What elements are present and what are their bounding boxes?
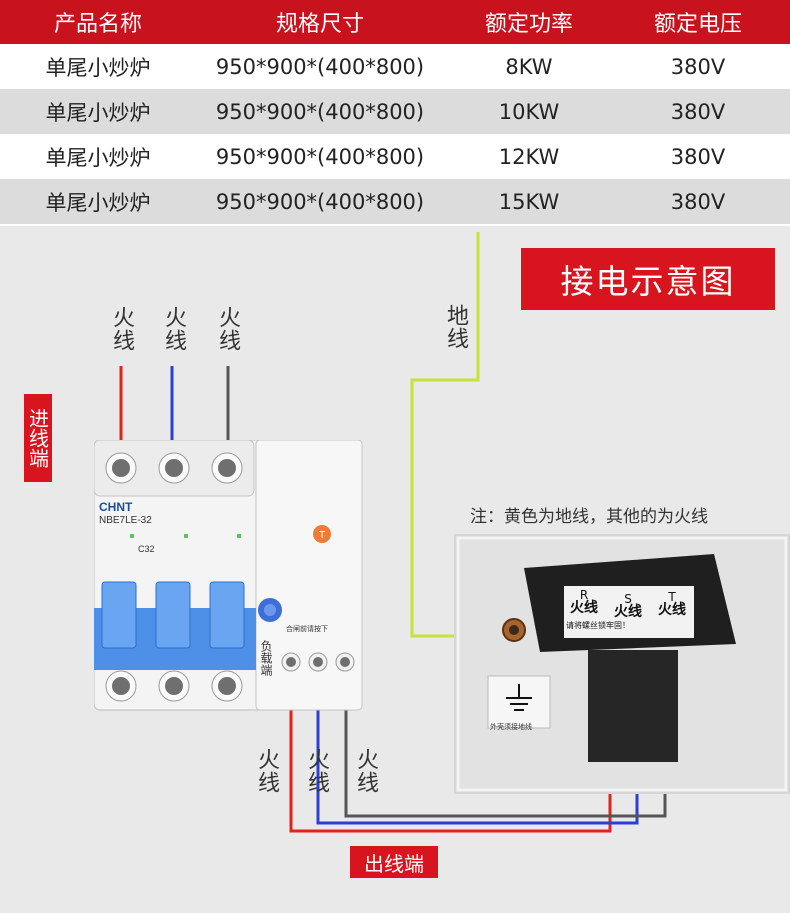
terminal-box-photo: R 火线 S 火线 T 火线 请将螺丝锁牢固！ 外壳须接地线 — [454, 534, 790, 794]
terminal-box — [454, 534, 790, 794]
header-power: 额定功率 — [484, 12, 573, 37]
terminal-labels: R 火线 S 火线 T 火线 — [564, 589, 694, 649]
live-wire-label: 火线 — [353, 748, 378, 794]
live-wire-label: 火线 — [304, 748, 329, 794]
terminal-label: 火线 — [614, 604, 642, 620]
circuit-breaker: T CHNT NBE7LE-32 — [94, 440, 364, 714]
terminal-letter: R — [579, 588, 589, 602]
spec-table-header: 产品名称 规格尺寸 额定功率 额定电压 — [0, 0, 790, 44]
cell-product-name: 单尾小炒炉 — [45, 55, 151, 80]
cell-power: 12KW — [498, 144, 560, 169]
cell-voltage: 380V — [670, 189, 726, 214]
cell-dimensions: 950*900*(400*800) — [215, 99, 425, 124]
ground-sticker-text: 外壳须接地线 — [490, 723, 532, 731]
ground-wire — [410, 232, 500, 638]
terminal-letter: S — [624, 592, 632, 606]
terminal-label: 火线 — [658, 602, 686, 618]
cell-dimensions: 950*900*(400*800) — [215, 144, 425, 169]
wiring-diagram: 接电示意图 火线 火线 火线 地线 火线 火线 火线 进线端 出线端 注：黄色为… — [0, 226, 790, 913]
header-product-name: 产品名称 — [53, 12, 142, 37]
reset-label: 合闸前请按下 — [286, 625, 328, 633]
terminal-letter: T — [668, 590, 676, 604]
header-voltage: 额定电压 — [653, 12, 742, 37]
terminal-s: S 火线 — [614, 592, 642, 620]
table-row: 单尾小炒炉 950*900*(400*800) 15KW 380V — [0, 179, 790, 224]
breaker-body: T — [94, 440, 363, 711]
table-row: 单尾小炒炉 950*900*(400*800) 12KW 380V — [0, 134, 790, 179]
live-wire-label: 火线 — [254, 748, 279, 794]
output-end-tag: 出线端 — [350, 846, 438, 878]
cell-voltage: 380V — [670, 144, 726, 169]
wiring-note: 注：黄色为地线，其他的为火线 — [470, 507, 708, 527]
load-end-label: 负载端 — [259, 640, 273, 676]
breaker-rating: C32 — [138, 544, 155, 554]
cell-product-name: 单尾小炒炉 — [45, 145, 151, 170]
input-end-tag: 进线端 — [24, 394, 52, 482]
breaker-brand: CHNT — [99, 500, 133, 514]
cell-voltage: 380V — [670, 54, 726, 79]
live-wire-label: 火线 — [161, 306, 186, 352]
cell-voltage: 380V — [670, 99, 726, 124]
cell-power: 8KW — [505, 54, 553, 79]
diagram-title: 接电示意图 — [521, 248, 775, 310]
spec-table: 产品名称 规格尺寸 额定功率 额定电压 单尾小炒炉 950*900*(400*8… — [0, 0, 790, 226]
breaker-model: NBE7LE-32 — [99, 515, 152, 526]
box-warning: 请将螺丝锁牢固！ — [566, 621, 630, 630]
svg-text:T: T — [318, 530, 326, 541]
ground-wire-label: 地线 — [443, 304, 468, 350]
cell-power: 15KW — [498, 189, 560, 214]
live-wire-label: 火线 — [215, 306, 240, 352]
terminal-r: R 火线 — [570, 588, 598, 616]
cell-dimensions: 950*900*(400*800) — [215, 189, 425, 214]
table-row: 单尾小炒炉 950*900*(400*800) 10KW 380V — [0, 89, 790, 134]
live-wire-label: 火线 — [109, 306, 134, 352]
cell-power: 10KW — [498, 99, 560, 124]
cell-product-name: 单尾小炒炉 — [45, 100, 151, 125]
cell-product-name: 单尾小炒炉 — [45, 190, 151, 215]
terminal-t: T 火线 — [658, 590, 686, 618]
terminal-label: 火线 — [570, 600, 598, 616]
ground-symbol-icon — [506, 684, 532, 711]
header-dimensions: 规格尺寸 — [275, 12, 364, 37]
table-row: 单尾小炒炉 950*900*(400*800) 8KW 380V — [0, 44, 790, 89]
cell-dimensions: 950*900*(400*800) — [215, 54, 425, 79]
